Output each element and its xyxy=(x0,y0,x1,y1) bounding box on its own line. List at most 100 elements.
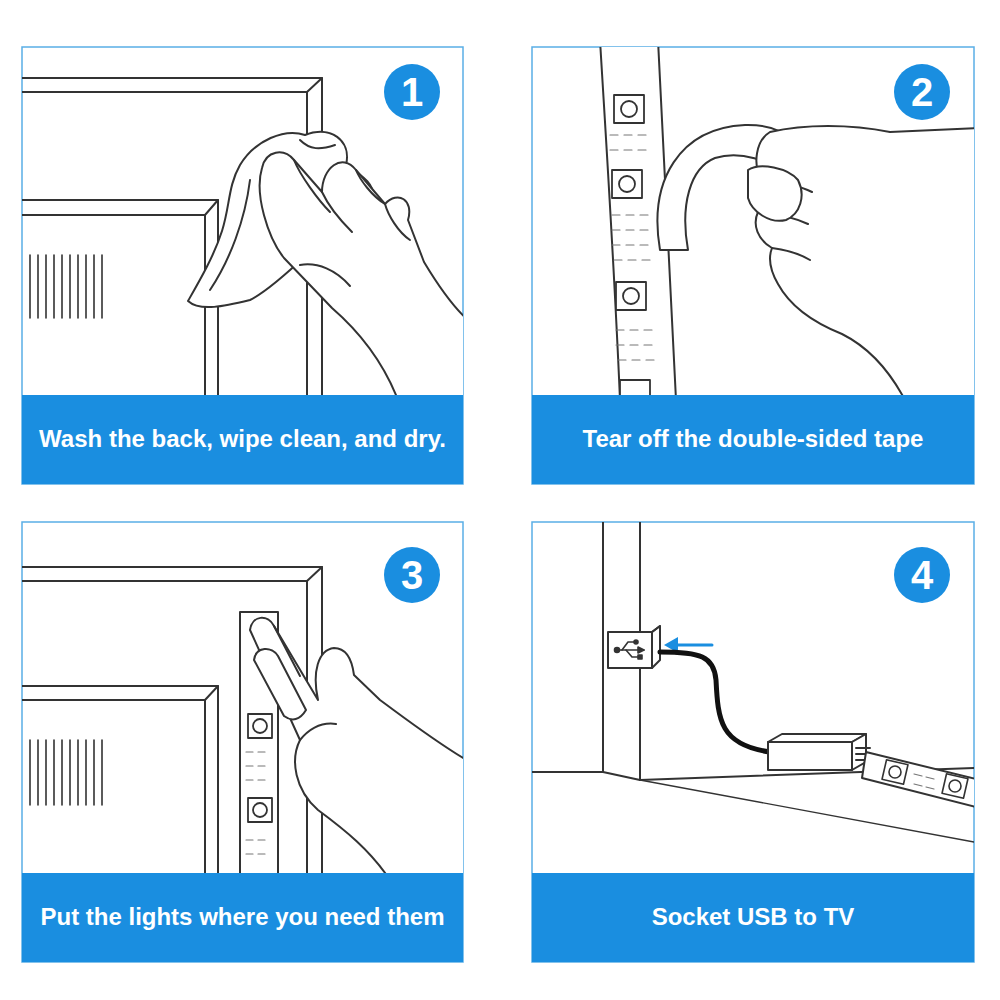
strip-mount-illustration-part-part xyxy=(246,752,265,854)
tv-wipe-illustration-part xyxy=(300,140,335,148)
tape-peel-illustration-part xyxy=(772,248,810,260)
caption-text: Tear off the double-sided tape xyxy=(583,423,924,455)
usb-plug-illustration-part xyxy=(768,742,852,770)
strip-mount-illustration-part xyxy=(274,626,300,676)
tape-peel-illustration-part-part xyxy=(612,170,642,198)
tv-wipe-illustration-part xyxy=(22,215,205,395)
usb-plug-illustration-part xyxy=(768,734,866,742)
usb-plug-illustration-part xyxy=(615,640,645,659)
usb-plug-illustration-part xyxy=(914,774,934,789)
strip-mount-illustration xyxy=(22,567,463,873)
step-number: 3 xyxy=(384,547,440,603)
tape-peel-illustration-part-part xyxy=(619,176,635,192)
text-group: Socket USB to TV xyxy=(652,901,855,933)
usb-plug-illustration-part-part xyxy=(638,647,644,653)
tape-peel-illustration-part-part xyxy=(614,95,644,123)
tv-wipe-illustration-part xyxy=(322,192,352,232)
caption-text: Socket USB to TV xyxy=(652,901,855,933)
usb-plug-illustration-part-part xyxy=(626,650,638,657)
tv-wipe-illustration xyxy=(22,78,463,395)
tape-peel-illustration-part-part xyxy=(610,135,646,150)
tape-peel-illustration-part xyxy=(610,135,654,360)
tape-peel-illustration-part-part xyxy=(616,330,654,360)
step-number-text: 1 xyxy=(401,72,423,112)
caption-band: Put the lights where you need them xyxy=(22,873,463,962)
usb-plug-illustration-part xyxy=(652,626,660,668)
strip-mount-illustration-part xyxy=(307,567,322,581)
usb-plug-illustration-part xyxy=(660,652,770,752)
tv-wipe-illustration-part xyxy=(30,255,102,318)
tape-peel-illustration-part xyxy=(612,95,650,395)
tv-wipe-illustration-part xyxy=(260,152,463,395)
strip-mount-illustration-part xyxy=(30,740,102,805)
step-number: 2 xyxy=(894,64,950,120)
caption-band: Wash the back, wipe clean, and dry. xyxy=(22,395,463,484)
strip-mount-illustration-part xyxy=(205,686,218,700)
tv-wipe-illustration-part xyxy=(22,200,218,395)
text-group: Put the lights where you need them xyxy=(40,901,444,933)
strip-mount-illustration-part xyxy=(300,724,336,740)
caption-text: Put the lights where you need them xyxy=(40,901,444,933)
usb-plug-illustration-part-part xyxy=(634,640,638,644)
usb-plug-illustration-part-part xyxy=(949,780,961,792)
step-number-text: 2 xyxy=(911,72,933,112)
tape-peel-illustration-part-part xyxy=(621,101,637,117)
usb-plug-illustration-part-part xyxy=(882,760,908,784)
step-number-text: 4 xyxy=(911,555,933,595)
caption-band: Socket USB to TV xyxy=(532,873,974,962)
tv-wipe-illustration-part xyxy=(300,264,350,286)
usb-plug-illustration-part xyxy=(882,760,968,798)
strip-mount-illustration-part-part xyxy=(253,719,267,733)
text-group: 1 xyxy=(401,72,423,112)
tape-peel-illustration-part-part xyxy=(623,288,639,304)
tv-wipe-illustration-part xyxy=(356,170,385,204)
tape-peel-illustration-part xyxy=(748,166,802,220)
usb-plug-illustration xyxy=(532,522,974,842)
tv-wipe-illustration-part xyxy=(294,160,330,212)
tape-peel-illustration xyxy=(600,47,974,395)
usb-plug-illustration-part xyxy=(602,522,604,772)
usb-plug-illustration-part-part xyxy=(638,655,642,659)
text-group: 3 xyxy=(401,555,423,595)
caption-text: Wash the back, wipe clean, and dry. xyxy=(39,423,446,455)
strip-mount-illustration-part-part xyxy=(253,803,267,817)
tv-wipe-illustration-part xyxy=(307,78,322,92)
strip-mount-illustration-part-part xyxy=(30,740,102,805)
usb-plug-illustration-part-part xyxy=(622,642,634,650)
strip-mount-illustration-part xyxy=(22,686,218,873)
tape-peel-illustration-part-part xyxy=(620,380,650,395)
strip-mount-illustration-part-part xyxy=(248,714,272,738)
tape-peel-illustration-part-part xyxy=(612,215,650,260)
usb-plug-illustration-part-part xyxy=(942,774,968,798)
tape-peel-illustration-part-part xyxy=(616,282,646,310)
strip-mount-illustration-part xyxy=(22,700,205,873)
tv-wipe-illustration-part-part xyxy=(30,255,102,318)
usb-plug-illustration-part-part xyxy=(889,766,901,778)
caption-band: Tear off the double-sided tape xyxy=(532,395,974,484)
usb-plug-illustration-part-part xyxy=(615,648,620,653)
text-group: 2 xyxy=(911,72,933,112)
panel-frame-part xyxy=(532,522,974,962)
strip-mount-illustration-part xyxy=(254,649,306,719)
tape-peel-illustration-part xyxy=(752,126,974,395)
strip-mount-illustration-part xyxy=(248,714,272,822)
strip-mount-illustration-part xyxy=(250,618,463,873)
step-number: 4 xyxy=(894,547,950,603)
usb-plug-illustration-part xyxy=(608,626,660,668)
usb-plug-illustration-part-part xyxy=(914,774,934,789)
strip-mount-illustration-part-part xyxy=(248,798,272,822)
tv-wipe-illustration-part xyxy=(210,180,250,290)
step-number-text: 3 xyxy=(401,555,423,595)
text-group: Tear off the double-sided tape xyxy=(583,423,924,455)
usb-plug-illustration-part xyxy=(532,772,640,780)
text-group: 4 xyxy=(911,555,933,595)
strip-mount-illustration-part xyxy=(246,752,265,854)
text-group: Wash the back, wipe clean, and dry. xyxy=(39,423,446,455)
tv-wipe-illustration-part xyxy=(385,204,410,240)
step-number: 1 xyxy=(384,64,440,120)
usb-plug-illustration-part xyxy=(862,752,974,808)
tv-wipe-illustration-part xyxy=(205,200,218,215)
